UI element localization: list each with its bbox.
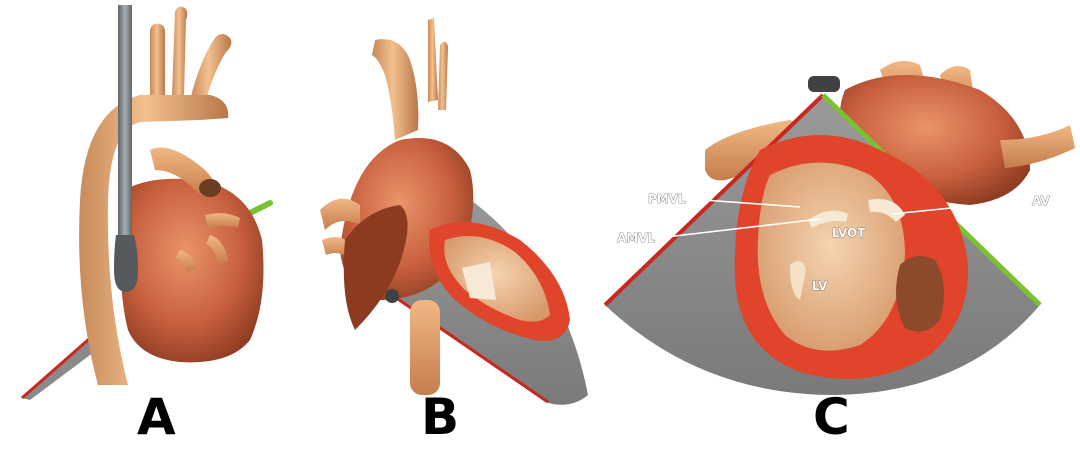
label-pmvl: PMVL — [648, 192, 686, 206]
aorta — [372, 39, 419, 140]
amvl-leader-line — [665, 218, 821, 238]
panel-label-c: C — [813, 388, 850, 446]
great-vessel — [190, 34, 232, 105]
great-vessel — [438, 41, 448, 110]
descending-aorta — [410, 300, 440, 395]
left-vessels — [320, 198, 360, 230]
right-chamber — [896, 256, 944, 332]
atrial-appendage — [343, 205, 408, 330]
panel-label-a: A — [137, 388, 176, 446]
tee-probe-tip — [114, 235, 138, 292]
pulmonary-vein — [206, 235, 228, 264]
anterior-mitral-leaflet — [808, 210, 848, 228]
label-lvot: LVOT — [832, 226, 866, 240]
label-av: AV — [1032, 194, 1050, 208]
panel-b-illustration — [320, 18, 588, 405]
great-vessel — [172, 6, 188, 96]
tee-probe-cable — [118, 5, 132, 240]
pulmonary-vein — [205, 213, 240, 228]
panel-label-b: B — [421, 388, 460, 446]
great-vessel — [150, 23, 166, 96]
pmvl-leader-line — [689, 198, 801, 208]
panel-c-illustration: PMVL AMVL LVOT LV AV — [603, 61, 1075, 395]
pulmonary-vessel — [150, 147, 217, 197]
left-ventricle-cavity — [757, 162, 905, 351]
aortic-valve — [868, 199, 905, 222]
panel-a-illustration — [21, 5, 273, 400]
vessel-opening — [199, 179, 221, 197]
great-vessel — [1000, 125, 1075, 168]
valve-structure — [462, 262, 496, 300]
av-leader-line — [891, 199, 1031, 215]
tee-probe-tip — [385, 289, 399, 303]
great-vessel — [428, 18, 438, 102]
papillary-muscle — [790, 261, 806, 300]
pulmonary-vein — [176, 250, 196, 272]
label-amvl: AMVL — [617, 231, 656, 245]
label-lv: LV — [812, 279, 828, 293]
tee-probe — [808, 76, 840, 92]
aorta — [79, 95, 229, 385]
scan-plane-edge — [22, 330, 110, 400]
ventricle-cavity — [444, 236, 550, 322]
